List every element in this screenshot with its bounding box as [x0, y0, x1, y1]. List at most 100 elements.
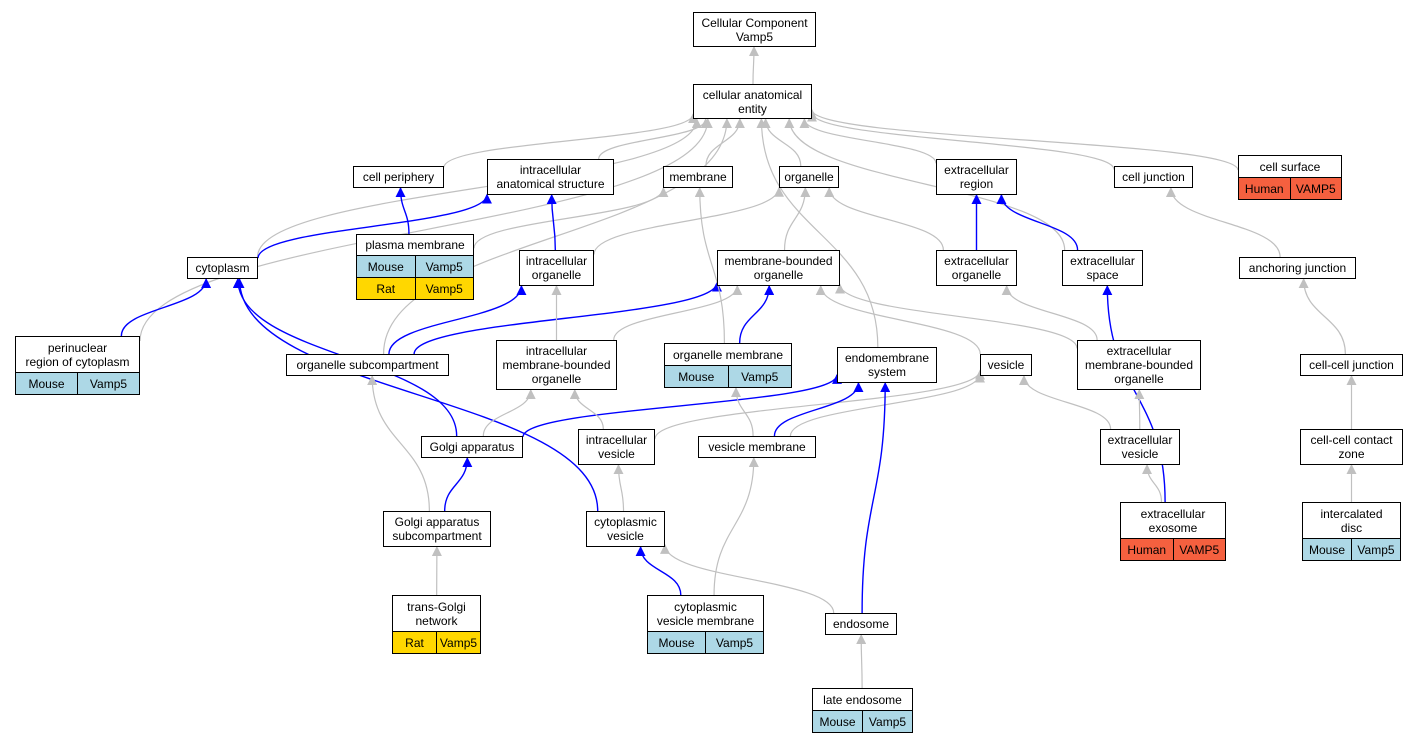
gene-symbol: Vamp5	[705, 632, 763, 653]
go-term-label: organelle membrane	[672, 347, 784, 362]
go-term-label: Golgi apparatus subcompartment	[392, 515, 482, 543]
edge-cytoplasm-to-cae	[256, 118, 702, 258]
go-term-label: intracellular organelle	[525, 254, 588, 282]
go-term-golgisub[interactable]: Golgi apparatus subcompartment	[383, 511, 491, 547]
go-term-vesicle[interactable]: vesicle	[980, 354, 1032, 376]
go-term-ecspace[interactable]: extracellular space	[1062, 250, 1143, 286]
go-term-ccjunc[interactable]: cell-cell junction	[1300, 354, 1403, 376]
edge-orgmem-to-mbo	[738, 285, 775, 344]
gene-symbol: Vamp5	[1351, 539, 1400, 560]
edge-icorg-to-ias	[546, 194, 557, 251]
go-term-anchoring[interactable]: anchoring junction	[1239, 257, 1356, 279]
species-name: Mouse	[819, 714, 856, 729]
species-name: Mouse	[1308, 542, 1346, 557]
go-term-periphery[interactable]: cell periphery	[353, 166, 444, 188]
edge-golgi-to-icmbo	[482, 389, 536, 437]
go-term-label: extracellular region	[944, 163, 1009, 191]
go-term-ecorg[interactable]: extracellular organelle	[936, 250, 1017, 286]
go-term-golgi[interactable]: Golgi apparatus	[421, 436, 523, 458]
edge-vesmem-to-orgmem	[731, 387, 754, 437]
go-term-cccz[interactable]: cell-cell contact zone	[1300, 429, 1403, 465]
go-term-ecmbo[interactable]: extracellular membrane-bounded organelle	[1077, 340, 1201, 390]
go-term-endomem[interactable]: endomembrane system	[837, 347, 937, 383]
go-term-label: organelle	[784, 170, 834, 184]
go-term-icorg[interactable]: intracellular organelle	[519, 250, 594, 286]
go-term-vesmem[interactable]: vesicle membrane	[698, 436, 816, 458]
edge-vesicle-to-mbo	[815, 285, 981, 355]
edge-perinuc-to-cytoplasm	[120, 278, 212, 337]
go-term-cae[interactable]: cellular anatomical entity	[693, 84, 812, 119]
edge-ecorg-to-organelle	[824, 187, 944, 251]
edge-periphery-to-cae	[443, 113, 698, 168]
gene-symbol: Vamp5	[727, 366, 792, 387]
species-name: Human	[1127, 542, 1167, 557]
edge-membrane-to-cae	[705, 118, 745, 167]
species-row: Rat Vamp5	[357, 277, 473, 299]
go-term-label: vesicle membrane	[708, 440, 806, 454]
go-term-label: membrane	[669, 170, 727, 184]
go-term-cytoves[interactable]: cytoplasmic vesicle	[586, 511, 665, 547]
species-name: Mouse	[678, 369, 715, 384]
gene-symbol: Vamp5	[862, 711, 912, 732]
go-term-label: extracellular organelle	[944, 254, 1009, 282]
species-name: Mouse	[28, 376, 65, 391]
edge-anchoring-to-junction	[1165, 187, 1281, 258]
go-term-organelle[interactable]: organelle	[779, 166, 839, 188]
gene-symbol: Vamp5	[414, 278, 474, 299]
edge-icmbo-to-mbo	[613, 285, 743, 341]
edge-icves-to-icmbo	[569, 389, 604, 430]
go-term-label: cell-cell contact zone	[1310, 433, 1393, 461]
go-term-membrane[interactable]: membrane	[663, 166, 733, 188]
go-term-cc[interactable]: Cellular Component Vamp5	[693, 12, 816, 47]
go-term-label: cytoplasmic vesicle	[594, 515, 657, 543]
go-term-icmbo[interactable]: intracellular membrane-bounded organelle	[496, 340, 617, 390]
species-name: Rat	[405, 635, 424, 650]
go-term-label: endomembrane system	[844, 351, 930, 379]
go-term-ecves[interactable]: extracellular vesicle	[1100, 429, 1180, 465]
go-term-label: organelle subcompartment	[296, 358, 439, 372]
species-name: Rat	[376, 281, 396, 296]
edge-exosome-to-ecves	[1142, 464, 1163, 503]
go-term-label: anchoring junction	[1248, 261, 1347, 275]
edge-cvm-to-vesmem	[713, 457, 759, 596]
go-term-endosome[interactable]: endosome	[825, 613, 897, 635]
go-term-ecregion[interactable]: extracellular region	[936, 159, 1017, 195]
go-term-label: vesicle	[987, 358, 1025, 372]
go-term-label: membrane-bounded organelle	[724, 254, 833, 282]
go-term-label: extracellular membrane-bounded organelle	[1084, 344, 1194, 386]
edge-plasma-to-membrane	[473, 187, 669, 249]
edge-orgmem-to-membrane	[694, 187, 726, 344]
go-term-label: intracellular vesicle	[585, 433, 648, 461]
edge-mbo-to-organelle	[783, 187, 811, 251]
go-term-orgsub[interactable]: organelle subcompartment	[286, 354, 449, 376]
edge-golgi-to-endomem	[522, 373, 842, 438]
edge-ecspace-to-ecregion	[996, 194, 1079, 251]
go-term-cytoplasm[interactable]: cytoplasm	[187, 257, 258, 279]
go-term-mbo[interactable]: membrane-bounded organelle	[717, 250, 840, 286]
edge-golgisub-to-golgi	[443, 457, 473, 512]
go-term-label: extracellular vesicle	[1107, 433, 1173, 461]
go-term-label: intracellular anatomical structure	[496, 163, 605, 191]
edge-cae-to-cc	[749, 46, 760, 85]
edge-cytoplasm-to-ias	[257, 193, 492, 259]
go-term-icves[interactable]: intracellular vesicle	[578, 429, 655, 465]
go-term-ias[interactable]: intracellular anatomical structure	[487, 159, 614, 195]
edge-orgsub-to-icorg	[388, 285, 527, 355]
go-term-junction[interactable]: cell junction	[1114, 166, 1193, 188]
edge-ecregion-to-cae	[799, 118, 937, 164]
go-term-label: cell junction	[1122, 170, 1185, 184]
go-term-label: extracellular space	[1070, 254, 1135, 282]
go-term-label: cell periphery	[362, 170, 435, 184]
